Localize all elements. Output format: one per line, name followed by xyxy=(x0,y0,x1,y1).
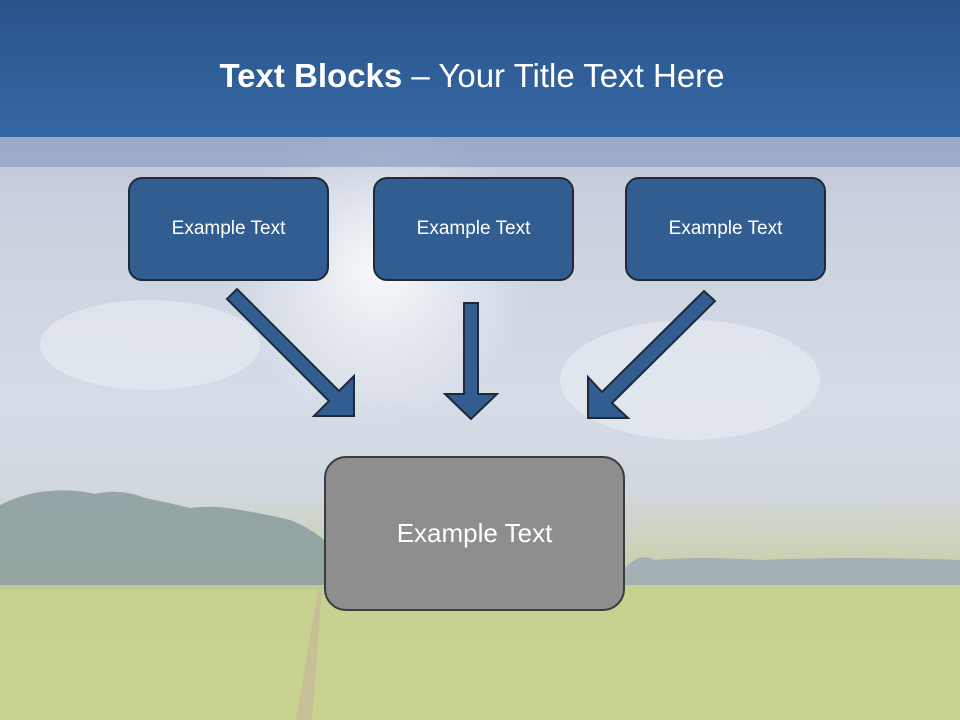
title-rest: – Your Title Text Here xyxy=(402,57,725,94)
title-strip xyxy=(0,137,960,167)
horizon-hills xyxy=(625,557,960,585)
target-block-label: Example Text xyxy=(396,518,553,548)
arrow-left xyxy=(225,287,355,417)
text-block-label: Example Text xyxy=(416,218,531,239)
arrow-right xyxy=(587,289,717,419)
cloud xyxy=(560,320,820,440)
text-block-2[interactable]: Example Text xyxy=(373,177,574,281)
title-bold: Text Blocks xyxy=(219,57,403,94)
text-block-1[interactable]: Example Text xyxy=(128,177,329,281)
field-path xyxy=(296,590,322,720)
target-block[interactable]: Example Text xyxy=(324,456,625,611)
tree-line xyxy=(0,490,324,590)
text-block-3[interactable]: Example Text xyxy=(625,177,826,281)
text-block-label: Example Text xyxy=(171,218,286,239)
slide-title: Text Blocks – Your Title Text Here xyxy=(0,56,944,96)
cloud xyxy=(40,300,260,390)
text-block-label: Example Text xyxy=(668,218,783,239)
arrow-center xyxy=(442,302,500,421)
title-bar xyxy=(0,0,960,137)
